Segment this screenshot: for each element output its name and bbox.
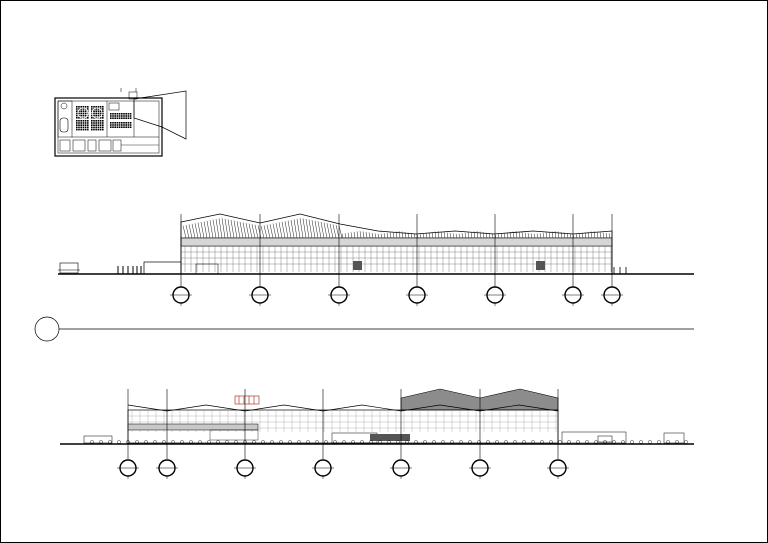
- shrub: [495, 440, 499, 444]
- shrub: [252, 440, 256, 444]
- shrub: [639, 440, 643, 444]
- shrub: [99, 440, 103, 444]
- shrub: [198, 440, 202, 444]
- shrub: [144, 440, 148, 444]
- shrub: [315, 440, 319, 444]
- shrub: [351, 440, 355, 444]
- shrub: [630, 440, 634, 444]
- upper-facade-mullions: [181, 246, 612, 275]
- shrub: [162, 440, 166, 444]
- shrub: [153, 440, 157, 444]
- upper-roof-hatch: [181, 218, 612, 245]
- shrub: [603, 440, 607, 444]
- shrub: [666, 440, 670, 444]
- lower-grid-axes: [117, 389, 569, 479]
- upper-door-2: [536, 261, 545, 270]
- shrub: [468, 440, 472, 444]
- key-plan-seating-blocks: [76, 106, 132, 131]
- shrub: [234, 440, 238, 444]
- shrub: [450, 440, 454, 444]
- shrub: [387, 440, 391, 444]
- lower-far-right-block: [663, 432, 685, 444]
- shrub: [297, 440, 301, 444]
- shrub: [432, 440, 436, 444]
- shrub: [90, 440, 94, 444]
- shrub: [360, 440, 364, 444]
- shrub: [405, 440, 409, 444]
- shrub: [675, 440, 679, 444]
- upper-truck-icon: [59, 262, 79, 274]
- section-marker-bubble: [34, 316, 60, 342]
- shrub: [531, 440, 535, 444]
- lower-right-wing: [561, 431, 627, 444]
- shrub: [621, 440, 625, 444]
- shrub: [567, 440, 571, 444]
- shrub: [423, 440, 427, 444]
- key-plan: [54, 88, 187, 157]
- lower-roof-dark: [400, 388, 559, 411]
- shrub: [378, 440, 382, 444]
- shrub: [504, 440, 508, 444]
- upper-roof-band: [180, 213, 613, 247]
- section-marker: [34, 316, 694, 342]
- shrub: [396, 440, 400, 444]
- shrub: [540, 440, 544, 444]
- shrub: [612, 440, 616, 444]
- shrub: [171, 440, 175, 444]
- shrub: [108, 440, 112, 444]
- shrub: [117, 440, 121, 444]
- shrub: [459, 440, 463, 444]
- shrub: [522, 440, 526, 444]
- shrub: [549, 440, 553, 444]
- shrub: [333, 440, 337, 444]
- upper-low-wing: [143, 261, 182, 275]
- shrub: [306, 440, 310, 444]
- shrub: [270, 440, 274, 444]
- shrub: [279, 440, 283, 444]
- shrub: [414, 440, 418, 444]
- lower-left-wing: [83, 435, 113, 444]
- shrub: [180, 440, 184, 444]
- shrub: [594, 440, 598, 444]
- shrub: [324, 440, 328, 444]
- shrub: [486, 440, 490, 444]
- elevation-upper: [58, 213, 694, 306]
- shrub: [477, 440, 481, 444]
- shrub: [585, 440, 589, 444]
- shrub: [441, 440, 445, 444]
- key-plan-stair-icon: [60, 102, 68, 110]
- lower-roof-sign: [234, 395, 260, 405]
- shrub: [648, 440, 652, 444]
- shrub: [189, 440, 193, 444]
- key-plan-outer-wall: [54, 97, 163, 157]
- shrub: [576, 440, 580, 444]
- shrub: [225, 440, 229, 444]
- upper-door-1: [353, 261, 362, 270]
- shrub: [135, 440, 139, 444]
- shrub: [684, 440, 688, 444]
- shrub: [261, 440, 265, 444]
- shrub: [342, 440, 346, 444]
- lower-canopy: [127, 423, 259, 431]
- lower-trees: [90, 440, 688, 444]
- shrub: [288, 440, 292, 444]
- upper-people-figures: [117, 266, 627, 274]
- elevation-lower: [60, 388, 694, 479]
- shrub: [558, 440, 562, 444]
- shrub: [207, 440, 211, 444]
- shrub: [216, 440, 220, 444]
- shrub: [369, 440, 373, 444]
- shrub: [513, 440, 517, 444]
- upper-grid-axes: [170, 214, 623, 306]
- shrub: [657, 440, 661, 444]
